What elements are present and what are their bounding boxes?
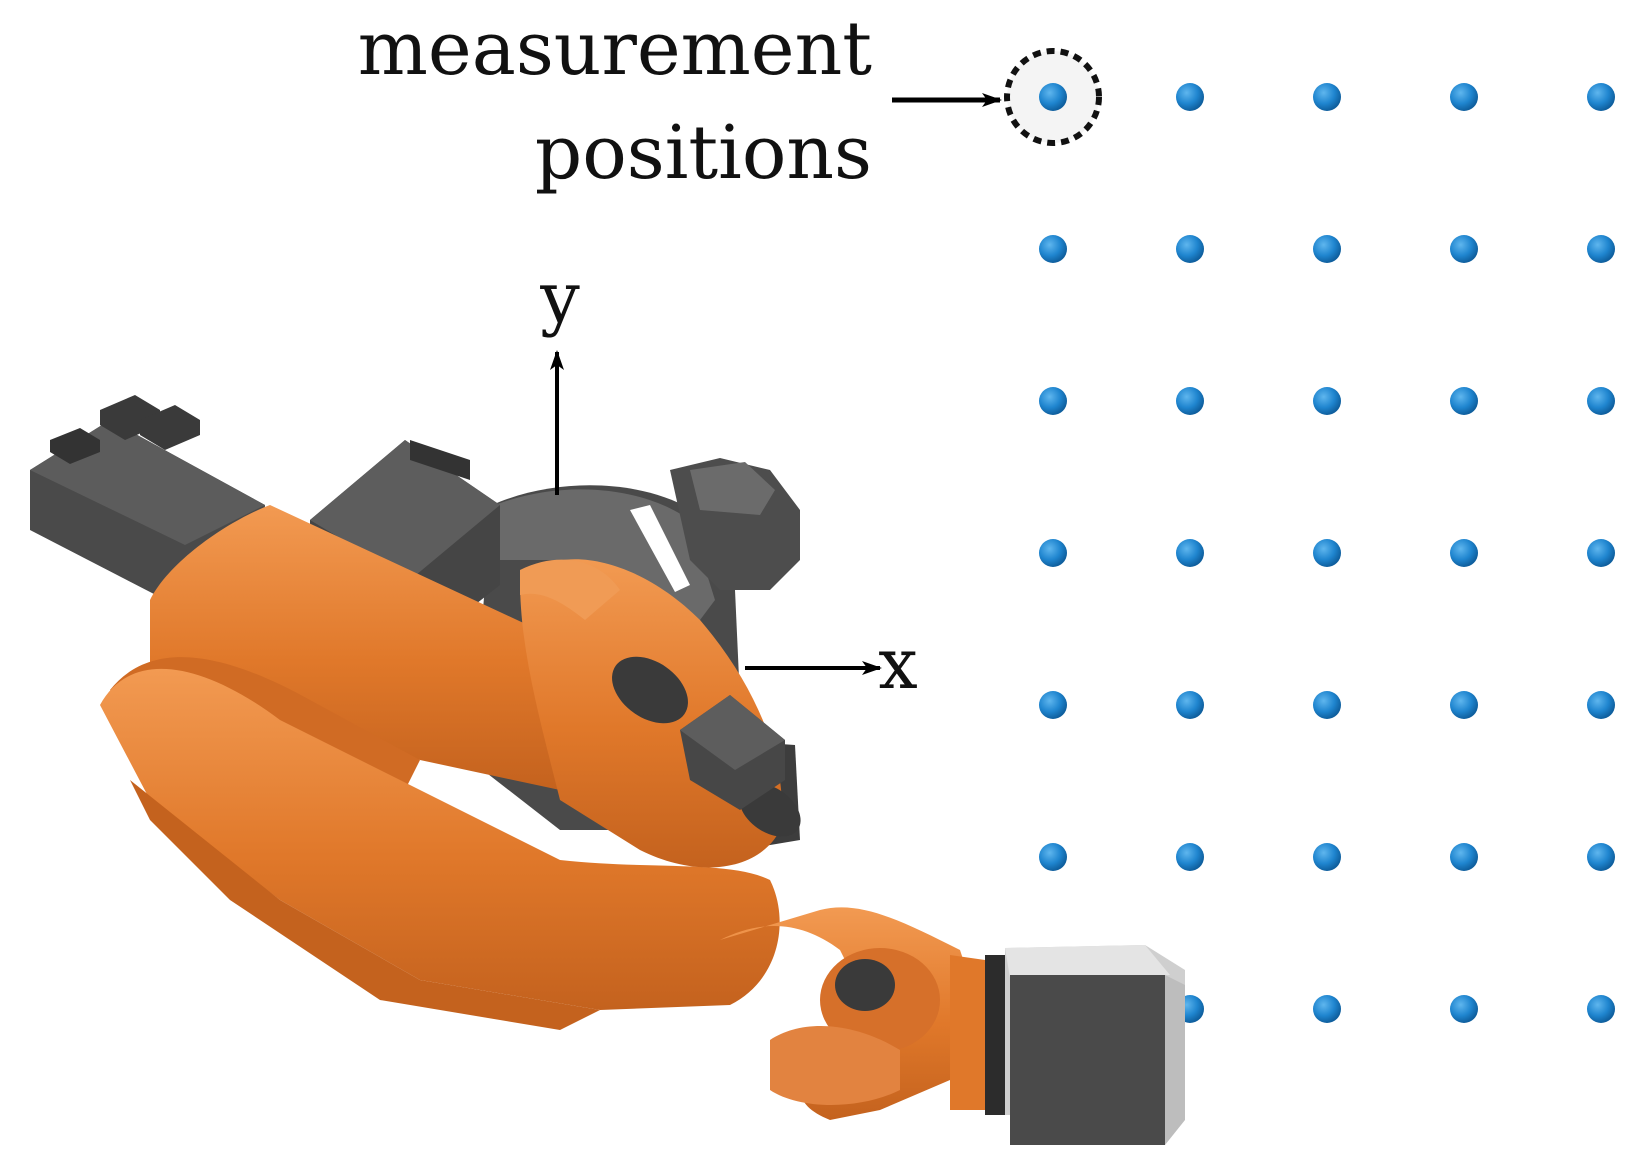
measurement-dot	[1039, 235, 1067, 263]
measurement-dot	[1587, 539, 1615, 567]
measurement-dot	[1039, 387, 1067, 415]
coordinate-axes: y x	[539, 257, 918, 705]
measurement-dot	[1176, 691, 1204, 719]
highlighted-measurement-dot	[1039, 83, 1067, 111]
measurement-dot	[1313, 387, 1341, 415]
y-axis-label: y	[539, 257, 580, 339]
measurement-dot	[1587, 83, 1615, 111]
robot-end-effector	[985, 945, 1185, 1145]
robot-arm	[30, 395, 1185, 1145]
robot-lower-link	[100, 668, 780, 1030]
measurement-dot	[1587, 387, 1615, 415]
measurement-dot	[1313, 539, 1341, 567]
measurement-dot	[1176, 235, 1204, 263]
annotation-line-1: measurement	[358, 6, 873, 92]
measurement-dot	[1176, 83, 1204, 111]
annotation-line-2: positions	[535, 110, 872, 196]
measurement-dot	[1450, 995, 1478, 1023]
measurement-dot	[1587, 843, 1615, 871]
robot-wrist	[720, 907, 985, 1120]
measurement-dot	[1587, 995, 1615, 1023]
motor-box-elbow	[680, 695, 785, 810]
measurement-dot	[1450, 691, 1478, 719]
measurement-dot	[1587, 691, 1615, 719]
measurement-dot	[1450, 235, 1478, 263]
measurement-dot	[1313, 235, 1341, 263]
measurement-dot	[1450, 83, 1478, 111]
measurement-dot	[1313, 83, 1341, 111]
measurement-dot	[1450, 387, 1478, 415]
measurement-dot	[1313, 843, 1341, 871]
measurement-dot	[1587, 235, 1615, 263]
measurement-dot	[1176, 387, 1204, 415]
measurement-dot	[1450, 539, 1478, 567]
measurement-dot	[1039, 691, 1067, 719]
measurement-dot	[1176, 843, 1204, 871]
measurement-dot	[1450, 843, 1478, 871]
measurement-dot	[1313, 995, 1341, 1023]
measurement-dot	[1039, 539, 1067, 567]
x-axis-label: x	[878, 623, 917, 705]
measurement-dot-grid	[1039, 83, 1615, 1023]
measurement-dot	[1313, 691, 1341, 719]
measurement-dot	[1039, 843, 1067, 871]
measurement-dot	[1176, 539, 1204, 567]
